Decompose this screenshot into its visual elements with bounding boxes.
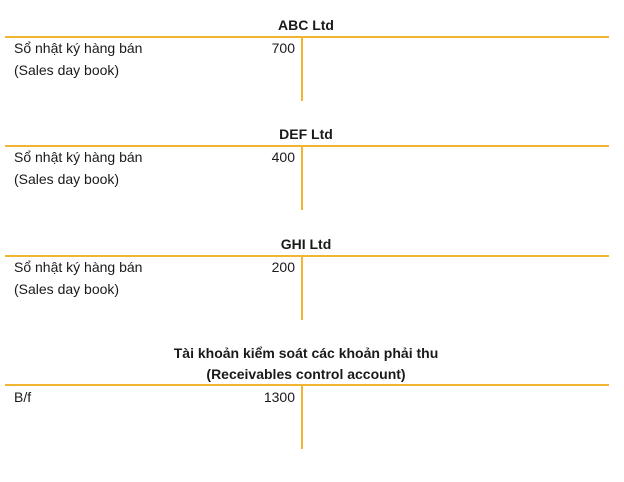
debit-entry-amount: 400 — [271, 149, 295, 165]
description-line: (Sales day book) — [14, 281, 120, 297]
description-line: Sổ nhật ký hàng bán — [14, 259, 143, 275]
debit-entry-amount: 1300 — [263, 389, 295, 405]
account-title: GHI Ltd — [280, 236, 332, 252]
debit-entry-amount: 700 — [271, 40, 295, 56]
t-account-divider — [301, 385, 303, 449]
description-line: (Sales day book) — [14, 171, 120, 187]
t-account-divider — [301, 256, 303, 320]
debit-entry-description: Sổ nhật ký hàng bán (Sales day book) — [14, 37, 142, 81]
description-line: B/f — [14, 389, 32, 405]
account-title: DEF Ltd — [279, 126, 333, 142]
t-account-top-line — [5, 255, 609, 257]
t-account-top-line — [5, 145, 609, 147]
description-line: (Sales day book) — [14, 62, 120, 78]
account-title-line: (Receivables control account) — [206, 366, 406, 382]
description-line: Sổ nhật ký hàng bán — [14, 149, 143, 165]
account-title-line: Tài khoản kiểm soát các khoản phải thu — [173, 345, 439, 361]
debit-entry-amount: 200 — [271, 259, 295, 275]
description-line: Sổ nhật ký hàng bán — [14, 40, 143, 56]
t-account-divider — [301, 37, 303, 101]
debit-entry-description: Sổ nhật ký hàng bán (Sales day book) — [14, 146, 142, 190]
account-title: ABC Ltd — [278, 17, 334, 33]
debit-entry-description: Sổ nhật ký hàng bán (Sales day book) — [14, 256, 142, 300]
t-account-top-line — [5, 384, 609, 386]
t-account-top-line — [5, 36, 609, 38]
debit-entry-description: B/f — [14, 386, 31, 408]
t-account-divider — [301, 146, 303, 210]
